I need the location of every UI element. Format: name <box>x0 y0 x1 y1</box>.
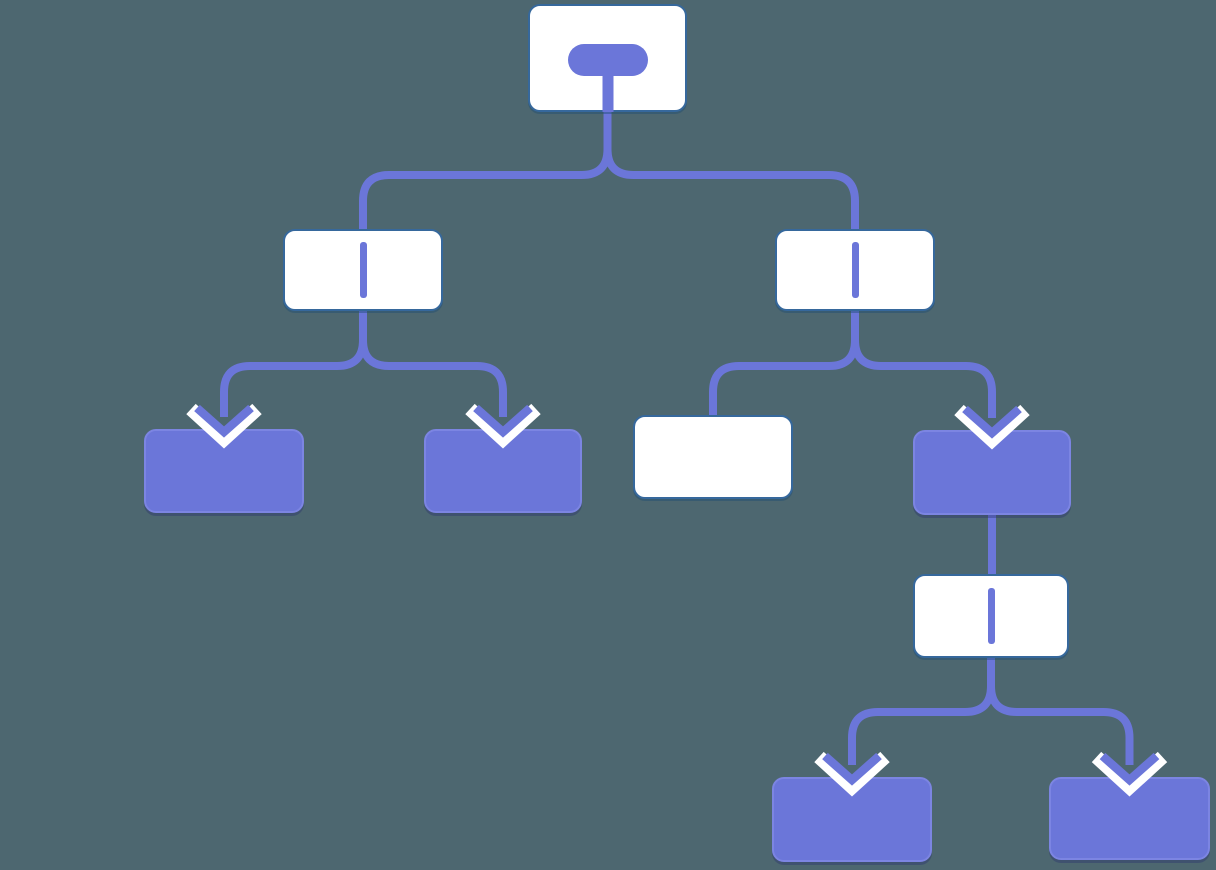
branch-bottom-node[interactable] <box>913 574 1069 658</box>
divider-line-icon <box>359 242 367 298</box>
connector-edge-branch-right-to-node-right-purple <box>851 309 996 418</box>
connector-edge-branch-left-to-leaf-left-2 <box>359 309 507 417</box>
connector-edge-root-to-branch-right <box>603 110 859 233</box>
leaf-left-1-node[interactable] <box>144 429 304 513</box>
branch-right-node[interactable] <box>775 229 935 311</box>
connector-edge-branch-bottom-to-leaf-bottom-2 <box>987 656 1134 765</box>
divider-line-icon <box>987 588 995 644</box>
leaf-bottom-2-node[interactable] <box>1049 777 1210 860</box>
branch-left-node[interactable] <box>283 229 443 311</box>
leaf-bottom-1-node[interactable] <box>772 777 932 862</box>
connector-edge-branch-bottom-to-leaf-bottom-1 <box>848 656 995 765</box>
connector-edge-branch-right-to-leaf-right-white <box>709 309 859 419</box>
leaf-left-2-node[interactable] <box>424 429 582 513</box>
divider-line-icon <box>851 242 859 298</box>
root-node[interactable] <box>528 4 687 112</box>
connector-edge-branch-left-to-leaf-left-1 <box>220 309 367 417</box>
node-right-purple-node[interactable] <box>913 430 1071 515</box>
leaf-right-white-node[interactable] <box>633 415 793 499</box>
root-pill-icon <box>567 44 648 76</box>
connector-edge-root-to-branch-left <box>359 110 612 233</box>
